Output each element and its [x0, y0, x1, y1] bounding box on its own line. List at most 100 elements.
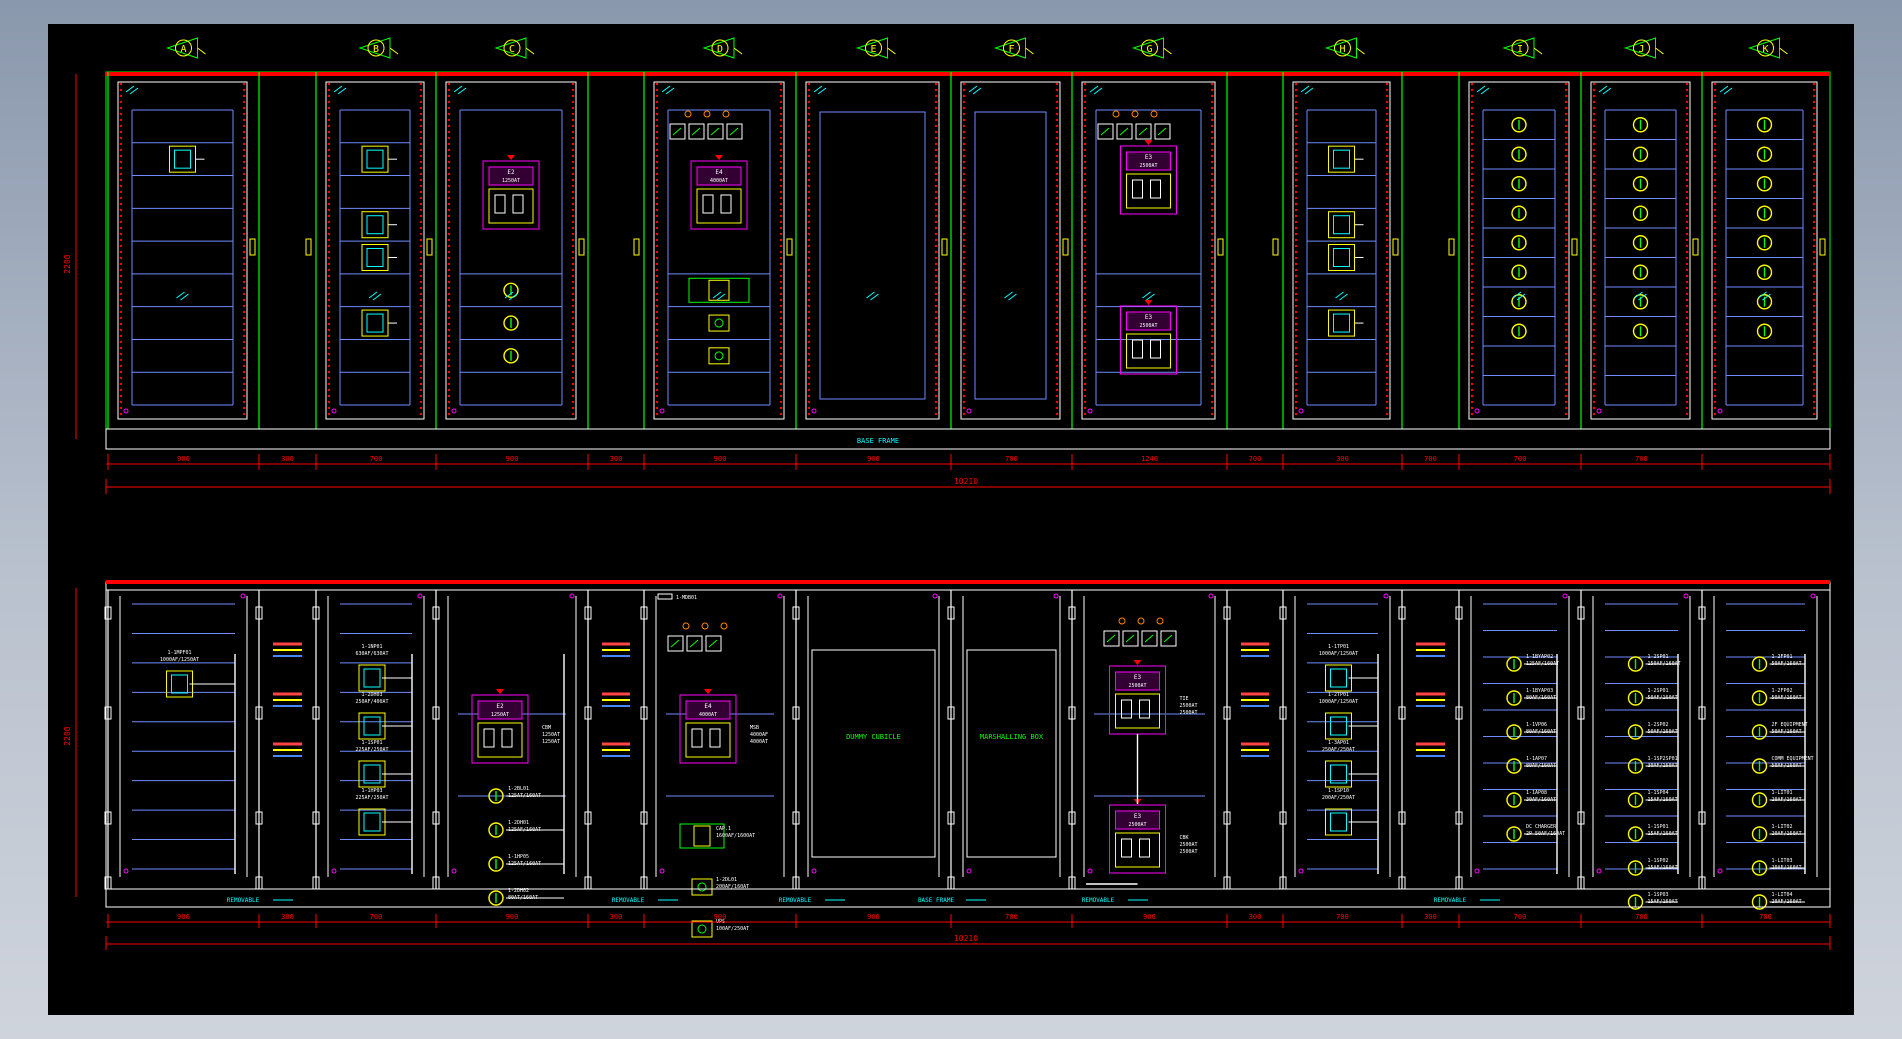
front-hinge-dot [1592, 328, 1596, 332]
front-hinge-dot [1083, 124, 1087, 128]
front-dim-text-8: 1240 [1141, 455, 1158, 463]
front-hinge-dot [1083, 178, 1087, 182]
front-hinge-dot [807, 328, 811, 332]
rear-device-J-3-label: 1-1SP2SP01 [1648, 756, 1678, 762]
front-corner-hatch-F-hatch-a [968, 85, 978, 93]
front-hinge-dot [1713, 184, 1717, 188]
front-hinge-dot [1385, 316, 1389, 320]
front-hinge-dot [242, 124, 246, 128]
front-hinge-dot [1592, 334, 1596, 338]
front-hinge-dot [571, 328, 575, 332]
front-hinge-dot [779, 202, 783, 206]
rear-device-H-0-handle [1330, 668, 1347, 688]
front-hinge-dot [779, 334, 783, 338]
front-door-handle [1819, 238, 1826, 256]
rear-hinge-block [947, 811, 955, 825]
rear-screw [1810, 593, 1816, 599]
front-screw [1474, 408, 1480, 414]
rear-screw [1053, 593, 1059, 599]
front-hinge-dot [571, 142, 575, 146]
front-hinge-dot [1592, 376, 1596, 380]
front-hinge-dot [1685, 154, 1689, 158]
front-hinge-dot [962, 304, 966, 308]
front-hinge-dot [327, 298, 331, 302]
rear-device-C-1-ring [488, 822, 504, 838]
rear-acb-D-trip-indicator [704, 689, 712, 694]
front-hinge-dot [962, 106, 966, 110]
front-hinge-dot [119, 388, 123, 392]
front-blank-cover-E [819, 111, 926, 400]
front-hinge-dot [1713, 316, 1717, 320]
front-hinge-dot [1055, 154, 1059, 158]
front-hinge-dot [1385, 142, 1389, 146]
front-hinge-dot [1083, 304, 1087, 308]
front-hinge-dot [655, 406, 659, 410]
front-hinge-dot [119, 208, 123, 212]
rear-hinge-block [312, 706, 320, 720]
front-corner-hatch-F-hatch-b [972, 87, 982, 95]
front-hinge-dot [242, 328, 246, 332]
front-hinge-dot [242, 88, 246, 92]
rear-device-B-1-handle [363, 716, 381, 736]
rear-device-K-2-label: 2F EQUIPMENT [1772, 722, 1808, 728]
front-hinge-dot [1385, 304, 1389, 308]
front-hinge-dot [571, 208, 575, 212]
front-hinge-dot [1210, 178, 1214, 182]
front-acb2-G-body [1126, 333, 1171, 369]
front-hinge-dot [1294, 238, 1298, 242]
front-hinge-dot [1812, 118, 1816, 122]
front-hinge-dot [655, 310, 659, 314]
front-meters-G-meter-0 [1097, 123, 1114, 140]
front-hinge-dot [1210, 310, 1214, 314]
front-hinge-dot [1470, 340, 1474, 344]
front-screw [1087, 408, 1093, 414]
rear-device-B-2-rating: 225AF/250AT [355, 747, 388, 753]
front-small-device-D-2 [708, 347, 730, 365]
front-hinge-dot [1210, 250, 1214, 254]
front-small-device-knob [714, 318, 724, 328]
front-hinge-dot [1055, 406, 1059, 410]
front-hinge-dot [242, 160, 246, 164]
front-meters-D-meter-needle-3 [729, 127, 739, 136]
front-hinge-dot [571, 100, 575, 104]
front-hinge-dot [1294, 340, 1298, 344]
front-tag-circle-J [1633, 39, 1650, 57]
front-hinge-dot [1083, 184, 1087, 188]
front-hinge-dot [571, 376, 575, 380]
front-hinge-dot [1812, 202, 1816, 206]
rear-screw [1474, 868, 1480, 874]
front-hinge-dot [934, 298, 938, 302]
front-hinge-dot [327, 214, 331, 218]
front-meters-D-meter-needle-0 [672, 127, 682, 136]
front-panel-door-C [445, 81, 577, 420]
front-hinge-dot [1685, 160, 1689, 164]
front-hinge-dot [779, 388, 783, 392]
rear-device-K-4-ring [1751, 792, 1768, 808]
front-hinge-dot [1385, 166, 1389, 170]
front-hinge-dot [779, 220, 783, 224]
front-hinge-dot [419, 214, 423, 218]
front-hinge-dot [419, 232, 423, 236]
front-hinge-dot [1083, 88, 1087, 92]
front-hinge-dot [447, 328, 451, 332]
rear-base-label-0: REMOVABLE [227, 897, 260, 904]
front-hinge-dot [934, 136, 938, 140]
front-hinge-dot [779, 316, 783, 320]
front-hinge-dot [1685, 124, 1689, 128]
front-hinge-dot [655, 298, 659, 302]
front-hinge-dot [1592, 166, 1596, 170]
front-hinge-dot [242, 310, 246, 314]
front-hinge-dot [1294, 196, 1298, 200]
front-hinge-dot [1210, 352, 1214, 356]
front-hinge-dot [807, 82, 811, 86]
front-glass-F-hatch-b [1008, 293, 1017, 301]
front-device-B-3-handle [366, 313, 384, 333]
front-hinge-dot [1210, 154, 1214, 158]
front-hinge-dot [934, 184, 938, 188]
front-hinge-dot [1685, 226, 1689, 230]
front-hinge-dot [934, 166, 938, 170]
front-hinge-dot [1210, 322, 1214, 326]
front-hinge-dot [1210, 340, 1214, 344]
front-hinge-dot [1210, 202, 1214, 206]
front-hinge-dot [1812, 100, 1816, 104]
